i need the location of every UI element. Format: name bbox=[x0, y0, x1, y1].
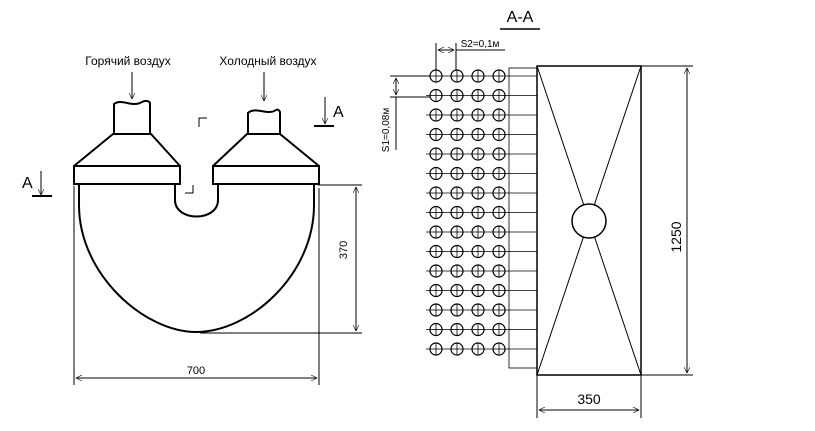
hot-header-box bbox=[73, 165, 181, 185]
hot-air-label: Горячий воздух bbox=[85, 54, 170, 68]
center-circle bbox=[571, 203, 607, 239]
dimension-s2 bbox=[435, 43, 505, 70]
u-duct bbox=[78, 185, 315, 334]
cold-header-box bbox=[212, 165, 320, 185]
front-view bbox=[32, 72, 362, 385]
dimension-350-label: 350 bbox=[577, 391, 601, 407]
cold-air-label: Холодный воздух bbox=[219, 54, 316, 68]
casing bbox=[536, 65, 642, 376]
dimension-700 bbox=[73, 186, 320, 385]
section-view-labels: S2=0,1м S1=0,08м 1250 350 bbox=[381, 39, 684, 407]
section-a-left-label: A bbox=[22, 175, 33, 192]
dimension-1250 bbox=[641, 65, 693, 376]
section-view bbox=[390, 43, 693, 418]
cold-hood bbox=[212, 133, 320, 167]
dimension-700-label: 700 bbox=[187, 365, 205, 377]
s1-label: S1=0,08м bbox=[381, 108, 392, 153]
front-view-labels: Горячий воздух Холодный воздух A A 700 3… bbox=[22, 54, 350, 377]
dimension-1250-label: 1250 bbox=[668, 221, 684, 252]
section-title: A-A bbox=[507, 9, 534, 26]
tube-sheet bbox=[508, 67, 538, 369]
dimension-s1 bbox=[390, 75, 432, 150]
dimension-350 bbox=[536, 375, 642, 418]
section-a-right-label: A bbox=[333, 104, 344, 121]
hot-inlet-pipe bbox=[113, 99, 151, 134]
tube-bundle bbox=[426, 69, 537, 356]
dimension-370-label: 370 bbox=[338, 241, 350, 259]
s2-label: S2=0,1м bbox=[461, 39, 500, 50]
section-cut-mark-top bbox=[198, 117, 207, 127]
section-cut-mark-bottom bbox=[185, 185, 194, 194]
hot-hood bbox=[73, 133, 181, 167]
dimension-370 bbox=[200, 184, 362, 334]
cold-inlet-pipe bbox=[247, 108, 281, 134]
